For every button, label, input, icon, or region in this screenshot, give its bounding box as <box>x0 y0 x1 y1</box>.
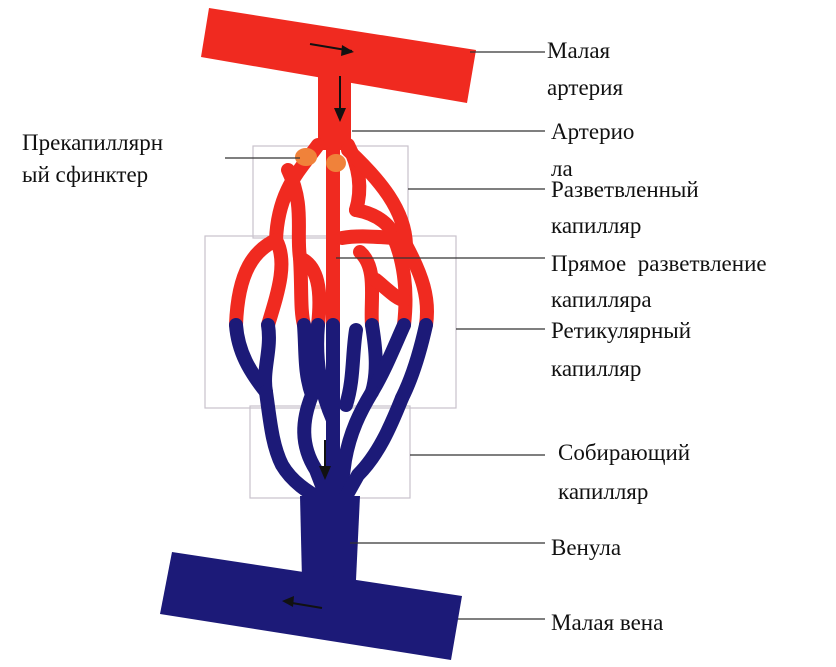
venous-capillary-network <box>236 325 426 500</box>
label-small-artery-line1: Малая <box>547 32 610 70</box>
label-collecting-capillary-line2: капилляр <box>558 473 648 511</box>
label-collecting-capillary-line1: Собирающий <box>558 434 690 472</box>
label-small-vein: Малая вена <box>551 604 663 642</box>
venule <box>300 496 360 580</box>
label-small-artery-line2: артерия <box>547 69 623 107</box>
label-venule: Венула <box>551 529 621 567</box>
precapillary-sphincter-left <box>295 148 317 166</box>
label-precapillary-sphincter-line2: ый сфинктер <box>22 156 148 194</box>
label-arteriole-line1: Артерио <box>551 113 634 151</box>
precapillary-sphincter-right <box>326 154 346 172</box>
label-branched-capillary-line1: Разветвленный <box>551 171 699 209</box>
label-reticular-capillary-line1: Ретикулярный <box>551 312 691 350</box>
label-reticular-capillary-line2: капилляр <box>551 350 641 388</box>
arteriole <box>318 55 351 150</box>
label-direct-branch-line1: Прямое разветвление <box>551 245 767 283</box>
label-branched-capillary-line2: капилляр <box>551 207 641 245</box>
arterial-capillary-network <box>236 145 427 325</box>
